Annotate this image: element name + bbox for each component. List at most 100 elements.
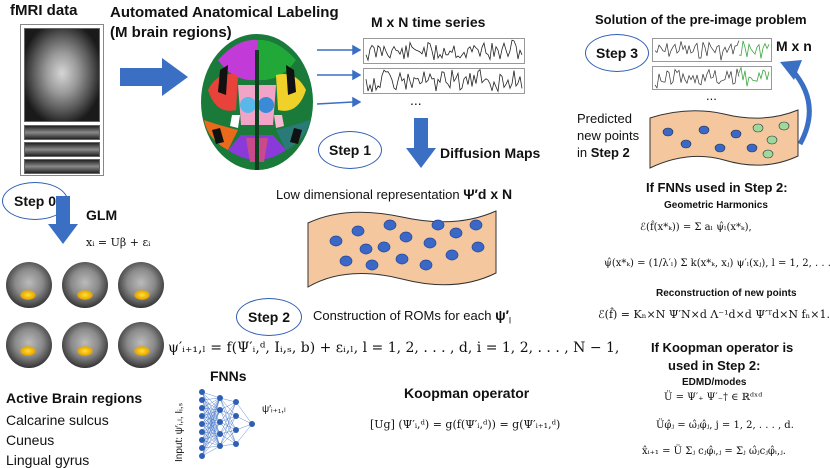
arrow-down-icon bbox=[48, 196, 78, 244]
preimage-title: Solution of the pre-image problem bbox=[595, 12, 807, 27]
nn-edge bbox=[201, 433, 221, 441]
nn-edge bbox=[219, 433, 237, 445]
reconstruction-label: Reconstruction of new points bbox=[656, 288, 797, 299]
nn-edge bbox=[201, 409, 221, 417]
predicted-point bbox=[762, 149, 774, 159]
nn-edge bbox=[201, 445, 221, 457]
predicted-line: Predicted bbox=[577, 111, 632, 126]
reconstructed-timeseries bbox=[652, 65, 772, 90]
nn-node bbox=[199, 421, 205, 427]
nn-edge bbox=[219, 429, 237, 447]
reconstructed-timeseries bbox=[652, 38, 772, 62]
activation-blob bbox=[134, 346, 150, 356]
arrow-down-icon bbox=[406, 118, 436, 168]
predicted-point bbox=[752, 123, 764, 133]
manifold-point bbox=[365, 259, 379, 271]
nn-edge bbox=[219, 397, 237, 417]
activation-blob bbox=[77, 290, 93, 300]
nn-edge bbox=[201, 397, 221, 433]
ellipsis: ... bbox=[706, 88, 717, 103]
nn-edge bbox=[219, 421, 237, 445]
manifold-point bbox=[351, 225, 365, 237]
timeseries-title: M x N time series bbox=[371, 14, 486, 30]
nn-edge bbox=[201, 409, 221, 457]
activation-brain bbox=[6, 322, 52, 368]
activation-blob bbox=[20, 346, 36, 356]
activation-brain bbox=[6, 262, 52, 308]
nn-node bbox=[233, 427, 239, 433]
fmri-stack bbox=[20, 24, 104, 176]
nn-edge bbox=[201, 397, 221, 457]
ellipsis: ... bbox=[410, 92, 422, 108]
nn-node bbox=[199, 453, 205, 459]
manifold-point bbox=[471, 241, 485, 253]
nn-edge bbox=[201, 409, 221, 433]
timeseries-plot bbox=[363, 68, 525, 94]
nn-node bbox=[217, 395, 223, 401]
fnn-output-label: ψ′ᵢ₊₁,ₗ bbox=[262, 404, 286, 415]
rom-equation: ψ′ᵢ₊₁,ₗ = f(Ψ′ᵢ,ᵈ, Iᵢ,ₛ, b) + εᵢ,ₗ, l = … bbox=[168, 340, 620, 356]
rom-text: Construction of ROMs for each bbox=[313, 308, 492, 323]
nn-edge bbox=[201, 391, 221, 399]
nn-edge bbox=[235, 401, 253, 425]
edmd-equation-3: x̂ᵢ₊₁ = Ü Σⱼ cⱼφ̂ᵢ,ⱼ = Σⱼ ω̂ⱼcⱼφ̂ᵢ,ⱼ. bbox=[642, 446, 786, 457]
nn-edge bbox=[201, 397, 221, 449]
nn-edge bbox=[219, 397, 237, 431]
nn-edge bbox=[201, 409, 221, 449]
manifold-point bbox=[662, 127, 674, 137]
predicted-line: in Step 2 bbox=[577, 144, 639, 161]
fmri-slice-main bbox=[24, 28, 100, 122]
nn-edge bbox=[201, 397, 221, 425]
activation-blob bbox=[134, 290, 150, 300]
manifold-point bbox=[449, 227, 463, 239]
nn-node bbox=[199, 429, 205, 435]
nn-edge bbox=[201, 397, 221, 417]
lowdim-text: Low dimensional representation bbox=[276, 187, 460, 202]
manifold-point bbox=[339, 255, 353, 267]
glm-equation: xᵢ = Uβ + εᵢ bbox=[86, 236, 151, 249]
activation-brain bbox=[118, 262, 164, 308]
gh-equation-1: ℰ(f̂(x*ₖ)) = Σ aₗ ψ̂ₗ(x*ₖ), bbox=[640, 222, 752, 233]
nn-node bbox=[233, 413, 239, 419]
predicted-point bbox=[778, 121, 790, 131]
fmri-title: fMRI data bbox=[10, 2, 78, 19]
edmd-equation-2: Üφ̂ⱼ = ω̂ⱼφ̂ⱼ, j = 1, 2, . . . , d. bbox=[656, 420, 794, 431]
nn-edge bbox=[201, 397, 221, 401]
manifold-plot bbox=[307, 210, 497, 288]
region-item: Lingual gyrus bbox=[6, 452, 90, 468]
step-3-badge: Step 3 bbox=[585, 34, 649, 72]
manifold-point bbox=[419, 259, 433, 271]
nn-edge bbox=[219, 401, 237, 423]
mxn-short-label: M x n bbox=[776, 38, 812, 54]
if-koopman-heading-2: used in Step 2: bbox=[668, 358, 761, 373]
active-regions-list: Calcarine sulcus Cuneus Lingual gyrus bbox=[6, 410, 109, 468]
manifold-point bbox=[359, 243, 373, 255]
glm-label: GLM bbox=[86, 207, 118, 223]
manifold-point bbox=[746, 143, 758, 153]
nn-edge bbox=[219, 401, 237, 447]
edmd-equation-1: Ü = Ψ′₊ Ψ′₋† ∈ ℝᵈˣᵈ bbox=[664, 392, 763, 403]
manifold-point bbox=[399, 231, 413, 243]
diffusion-maps-label: Diffusion Maps bbox=[440, 145, 541, 161]
manifold-point bbox=[698, 125, 710, 135]
aal-brain-atlas-image bbox=[201, 34, 313, 170]
reconstruction-equation: ℰ(f̂) = Kₙ×N Ψ′N×d Λ⁻¹d×d Ψ′ᵀd×N fₙ×1. bbox=[598, 308, 830, 321]
nn-node bbox=[199, 437, 205, 443]
step-1-badge: Step 1 bbox=[318, 131, 382, 169]
region-item: Calcarine sulcus bbox=[6, 412, 109, 428]
fmri-slice bbox=[24, 159, 100, 174]
edmd-label: EDMD/modes bbox=[682, 377, 747, 388]
nn-edge bbox=[201, 421, 221, 457]
nn-node bbox=[249, 421, 255, 427]
manifold-point bbox=[395, 253, 409, 265]
fmri-slice bbox=[24, 125, 100, 140]
nn-edge bbox=[201, 409, 221, 441]
aal-title: Automated Anatomical Labeling bbox=[110, 4, 339, 21]
nn-edge bbox=[201, 397, 221, 441]
nn-node bbox=[199, 389, 205, 395]
curved-arrow-icon bbox=[780, 60, 812, 146]
koopman-equation: [Ug] (Ψ′ᵢ,ᵈ) = g(f(Ψ′ᵢ,ᵈ)) = g(Ψ′ᵢ₊₁,ᵈ) bbox=[370, 418, 561, 431]
geometric-harmonics-label: Geometric Harmonics bbox=[664, 200, 768, 211]
nn-edge bbox=[201, 433, 221, 457]
